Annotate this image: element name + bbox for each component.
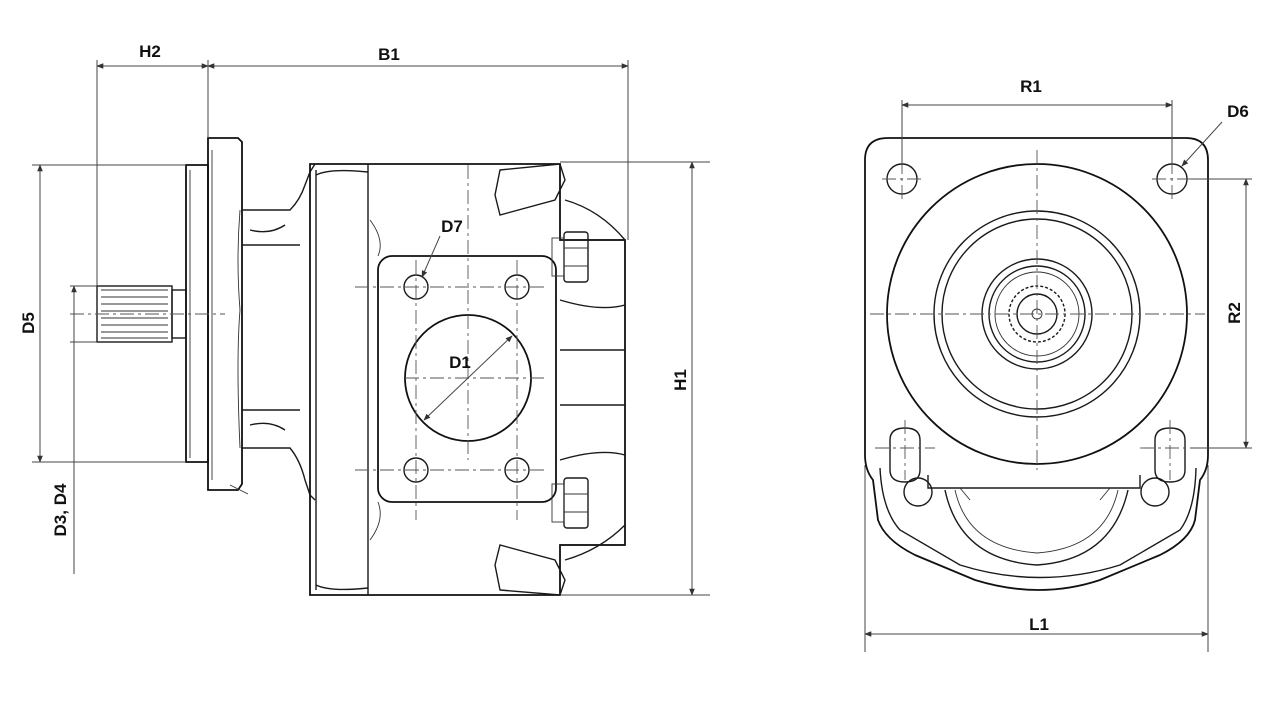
label-d1: D1 (449, 353, 471, 372)
label-d3-d4: D3, D4 (51, 483, 70, 536)
side-view: H2 B1 D5 D3, D4 D7 D1 H1 (19, 42, 710, 596)
pilot-boss (185, 164, 209, 463)
label-d7: D7 (441, 217, 463, 236)
port-face (377, 255, 557, 503)
front-slot-right (1154, 427, 1186, 483)
label-d5: D5 (19, 312, 38, 334)
rear-cover (494, 163, 626, 596)
mounting-flange (207, 137, 243, 491)
port-bolt-holes (403, 274, 530, 483)
label-r1: R1 (1020, 77, 1042, 96)
cover-bolts (551, 231, 589, 529)
label-b1: B1 (378, 45, 400, 64)
label-l1: L1 (1029, 615, 1049, 634)
front-slot-left (889, 427, 921, 483)
label-d6: D6 (1227, 102, 1249, 121)
front-flange-outline (864, 137, 1209, 591)
label-r2: R2 (1225, 302, 1244, 324)
flange-neck (242, 163, 316, 501)
label-h2: H2 (139, 42, 161, 61)
front-view: R1 D6 R2 L1 (864, 77, 1252, 652)
label-h1: H1 (671, 369, 690, 391)
pump-housing (309, 163, 626, 596)
